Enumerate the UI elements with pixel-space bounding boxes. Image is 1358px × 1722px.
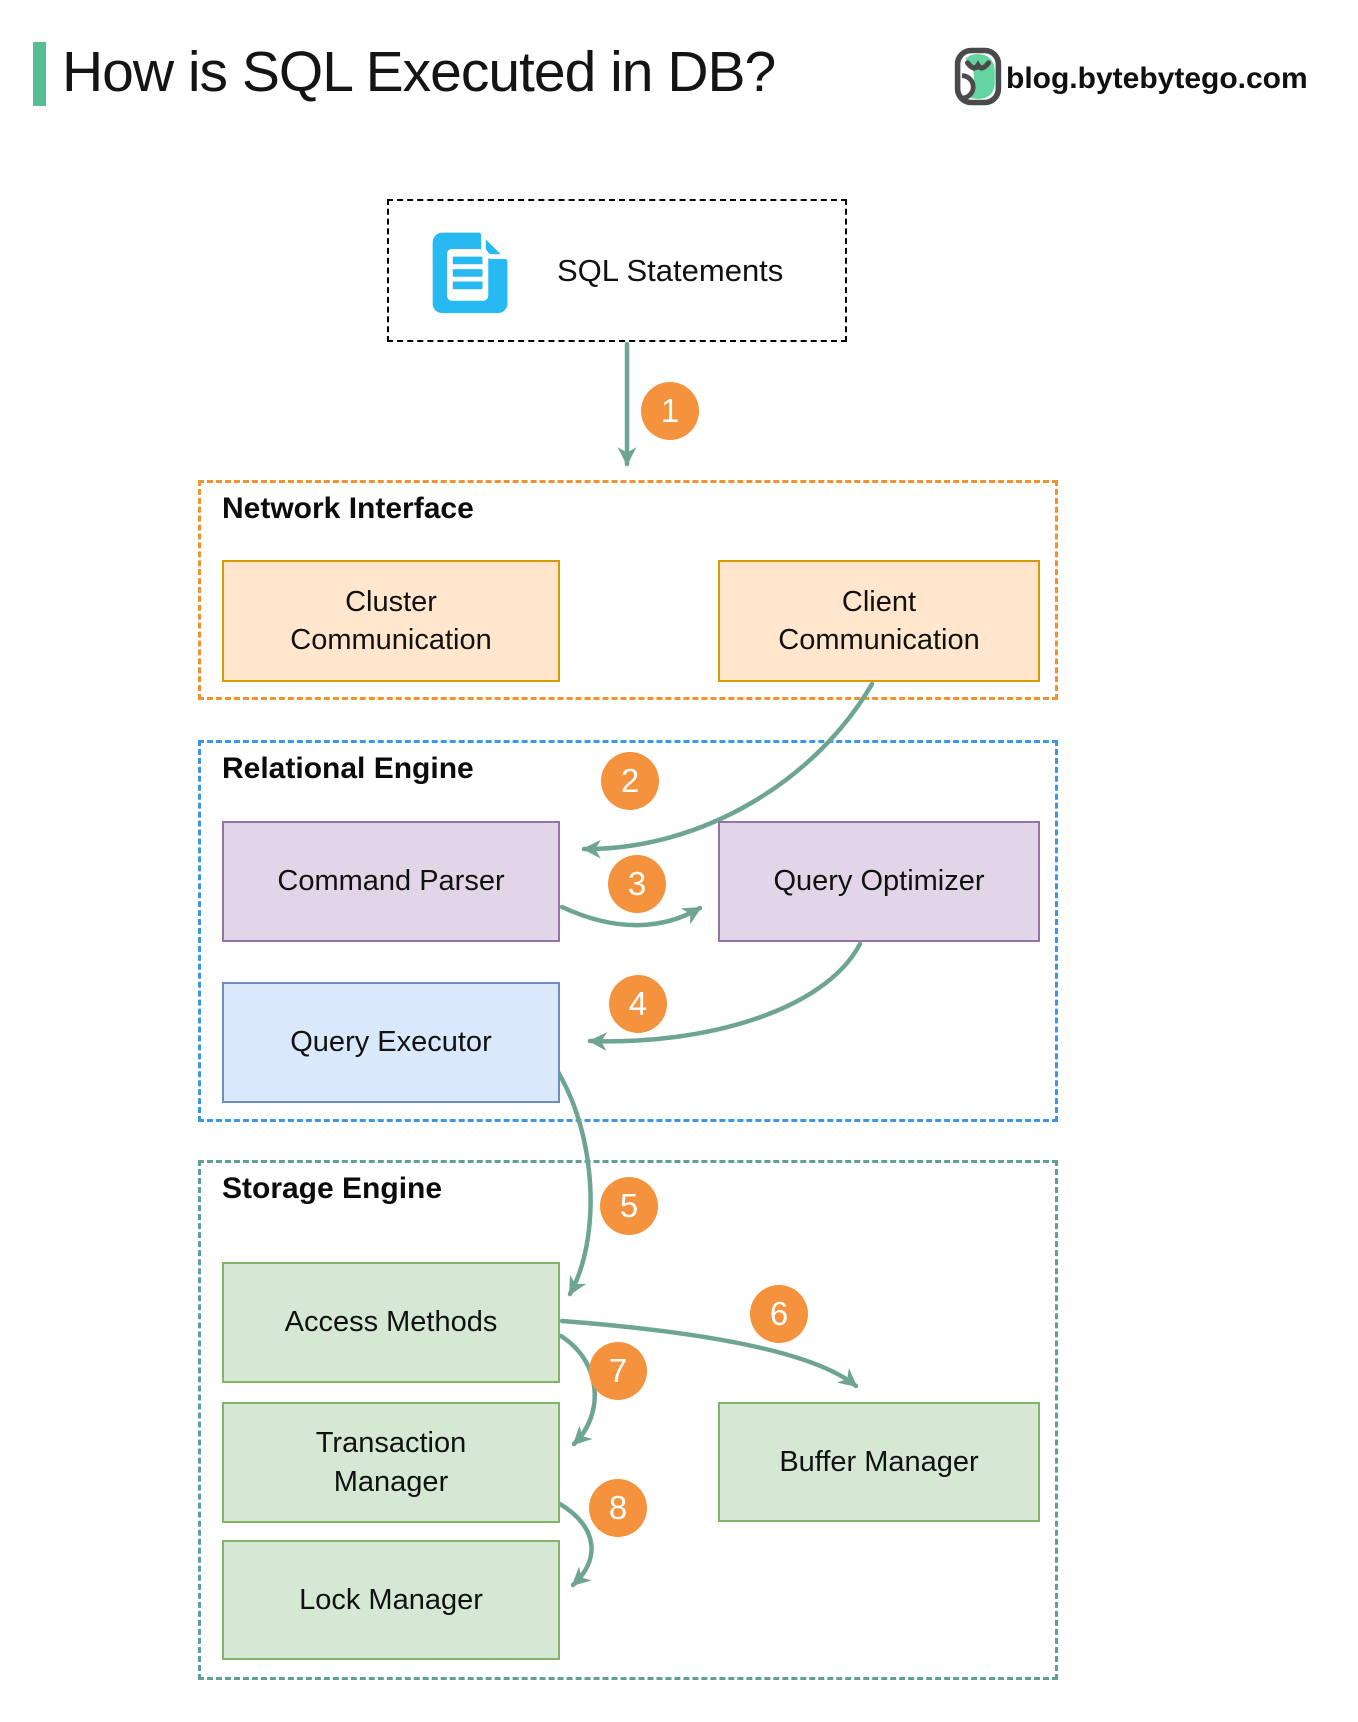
step-badge-4: 4	[609, 975, 667, 1033]
section-relational-engine-label: Relational Engine	[222, 752, 474, 785]
node-label: Query Optimizer	[773, 865, 985, 898]
node-query-optimizer: Query Optimizer	[718, 821, 1040, 942]
step-badge-7: 7	[589, 1342, 647, 1400]
sql-document-icon	[432, 227, 513, 313]
node-transaction-manager: Transaction Manager	[222, 1402, 560, 1523]
step-badge-5: 5	[600, 1177, 658, 1235]
page-title: How is SQL Executed in DB?	[62, 40, 776, 104]
section-storage-engine-label: Storage Engine	[222, 1172, 443, 1205]
node-buffer-manager: Buffer Manager	[718, 1402, 1040, 1522]
step-badge-8: 8	[589, 1479, 647, 1537]
bytebytego-logo-icon	[954, 47, 1002, 106]
node-access-methods: Access Methods	[222, 1262, 560, 1383]
node-label: Communication	[290, 624, 492, 656]
node-lock-manager: Lock Manager	[222, 1540, 560, 1660]
section-network-interface-label: Network Interface	[222, 492, 474, 525]
node-label: Lock Manager	[299, 1583, 483, 1616]
node-label: Command Parser	[277, 865, 505, 898]
node-cluster-communication: Cluster Communication	[222, 560, 560, 682]
node-label: Communication	[778, 624, 980, 656]
step-badge-1: 1	[641, 382, 699, 440]
step-badge-3: 3	[608, 855, 666, 913]
title-accent-bar	[33, 42, 46, 106]
step-badge-2: 2	[601, 752, 659, 810]
sql-statements-node: SQL Statements	[387, 199, 847, 342]
node-query-executor: Query Executor	[222, 982, 560, 1103]
section-storage-engine: Storage Engine	[198, 1160, 1058, 1680]
node-label: Manager	[333, 1465, 449, 1498]
node-command-parser: Command Parser	[222, 821, 560, 942]
step-badge-6: 6	[750, 1285, 808, 1343]
brand-url: blog.bytebytego.com	[1006, 62, 1308, 95]
node-label: Transaction	[315, 1427, 467, 1460]
node-label: Buffer Manager	[779, 1445, 979, 1478]
node-label: Access Methods	[284, 1306, 498, 1339]
sql-statements-label: SQL Statements	[557, 252, 784, 288]
node-label: Client	[841, 585, 917, 618]
node-client-communication: Client Communication	[718, 560, 1040, 682]
node-label: Query Executor	[290, 1026, 492, 1059]
node-label: Cluster	[345, 585, 437, 618]
